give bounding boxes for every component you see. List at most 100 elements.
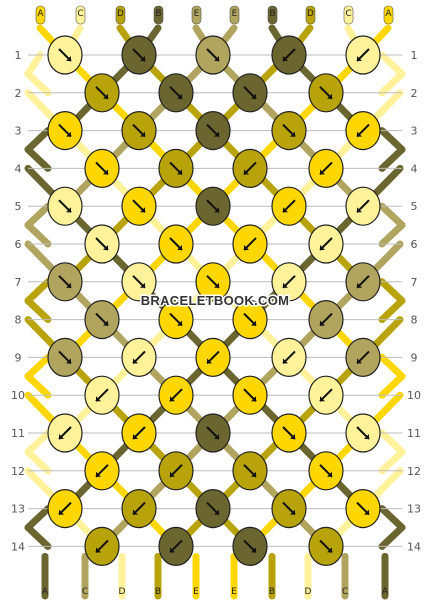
knot [158, 300, 194, 340]
row-number-right: 8 [411, 314, 418, 327]
knot [232, 300, 268, 340]
knot [345, 111, 381, 151]
knot [271, 489, 307, 529]
strand-top-end [267, 5, 278, 25]
column-letter-bottom: B [269, 587, 275, 597]
strand-segment [378, 221, 406, 248]
row-number-right: 4 [411, 162, 418, 175]
row-number-left: 2 [15, 87, 22, 100]
strand-segment [378, 429, 406, 456]
row-number-left: 8 [15, 314, 22, 327]
row-number-right: 6 [411, 238, 418, 251]
column-letter-top: B [269, 9, 275, 19]
strand-segment [378, 146, 406, 172]
row-number-left: 1 [15, 49, 22, 62]
knot [121, 35, 157, 75]
strand-segment [378, 524, 406, 550]
knot [345, 35, 381, 75]
knot [47, 262, 83, 302]
knot [308, 375, 344, 415]
strand-segment [24, 505, 52, 531]
watermark: BRACELETBOOK.COM [141, 293, 290, 308]
strand-top-end [75, 5, 86, 25]
row-number-right: 14 [407, 540, 421, 553]
row-number-right: 7 [411, 276, 418, 289]
knot [308, 300, 344, 340]
knot [158, 451, 194, 491]
row-number-right: 13 [407, 503, 421, 516]
knot [308, 451, 344, 491]
knot [271, 337, 307, 377]
knot [84, 526, 120, 567]
strand-segment [378, 127, 406, 153]
knot [158, 526, 194, 567]
strand-segment [24, 146, 52, 172]
row-number-left: 11 [11, 427, 25, 440]
knot [158, 375, 194, 415]
strand-segment [24, 221, 52, 248]
knot [232, 451, 268, 491]
strand-segment [24, 297, 52, 324]
knot [158, 148, 194, 188]
column-letter-top: B [155, 9, 161, 19]
knot [121, 111, 157, 151]
row-number-right: 11 [407, 427, 421, 440]
knot [47, 489, 83, 529]
strand-segment [378, 70, 406, 97]
column-letter-bottom: E [193, 587, 199, 597]
knot [47, 186, 83, 226]
knot [195, 35, 231, 75]
knot [271, 262, 307, 302]
knot [195, 413, 231, 453]
column-letter-top: D [117, 9, 124, 19]
row-number-right: 9 [411, 351, 418, 364]
knot [158, 73, 194, 113]
strand-segment [378, 51, 406, 78]
strand-segment [24, 70, 52, 97]
column-letter-top: E [194, 9, 200, 19]
knot [232, 148, 268, 188]
knot [121, 337, 157, 377]
row-number-left: 4 [15, 162, 22, 175]
knot [121, 262, 157, 302]
knot [47, 337, 83, 377]
row-number-left: 9 [15, 351, 22, 364]
strand-segment [24, 127, 52, 153]
row-number-right: 2 [411, 87, 418, 100]
column-letter-bottom: B [155, 587, 161, 597]
row-number-left: 6 [15, 238, 22, 251]
knot [47, 35, 83, 75]
knot [345, 262, 381, 302]
row-number-right: 12 [407, 465, 421, 478]
knot [47, 413, 83, 453]
column-letter-bottom: E [231, 587, 237, 597]
strand-top-end [229, 5, 240, 25]
column-letter-top: C [77, 9, 83, 19]
strand-segment [24, 278, 52, 305]
knot [195, 111, 231, 151]
column-letter-top: E [232, 9, 238, 19]
strand-top-end [35, 5, 46, 25]
strand-segment [378, 505, 406, 531]
knot [232, 224, 268, 264]
row-number-left: 3 [15, 125, 22, 138]
knot [345, 489, 381, 529]
strand-segment [24, 448, 52, 475]
row-number-left: 12 [11, 465, 25, 478]
row-number-left: 5 [15, 200, 22, 213]
strand-top-end [305, 5, 316, 25]
strand-segment [24, 372, 52, 399]
knot [232, 375, 268, 415]
knot [84, 224, 120, 264]
column-letter-bottom: C [82, 587, 88, 597]
strand-segment [24, 353, 52, 380]
knot [121, 489, 157, 529]
row-number-left: 10 [11, 389, 25, 402]
knot-grid [47, 35, 381, 567]
knot [345, 186, 381, 226]
row-number-left: 7 [15, 276, 22, 289]
strand-segment [378, 202, 406, 229]
row-number-right: 1 [411, 49, 418, 62]
strand-segment [378, 297, 406, 324]
